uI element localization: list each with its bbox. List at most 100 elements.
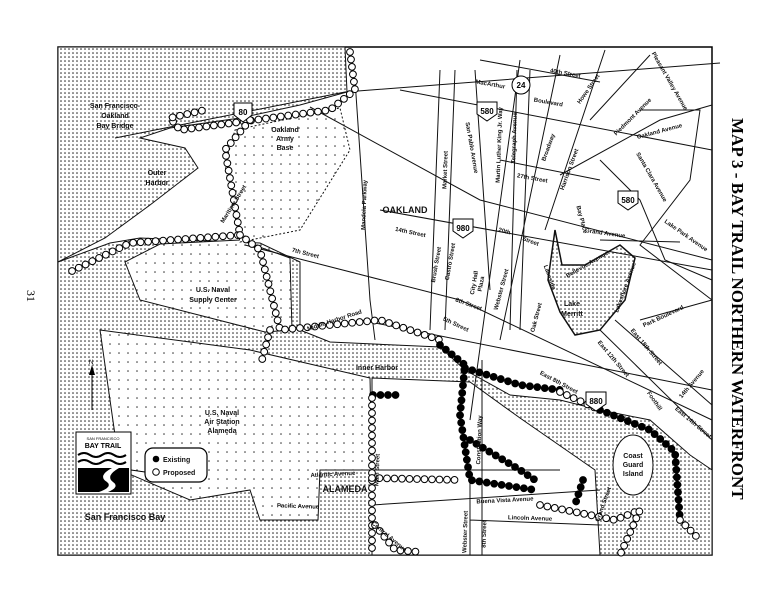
proposed-trail-marker [558, 505, 566, 514]
label-sf-bay: San Francisco Bay [85, 512, 166, 522]
logo-name-text: BAY TRAIL [85, 443, 122, 450]
existing-trail-marker [456, 403, 465, 412]
existing-trail-marker [671, 450, 680, 459]
existing-trail-marker [527, 485, 536, 494]
proposed-trail-marker [334, 99, 342, 108]
existing-trail-marker [472, 439, 481, 448]
proposed-trail-marker [176, 111, 184, 120]
proposed-trail-marker [299, 109, 307, 118]
proposed-trail-marker [635, 507, 644, 516]
street-pacific: Pacific Avenue [277, 503, 320, 510]
proposed-trail-marker [405, 474, 414, 483]
proposed-trail-marker [349, 70, 357, 79]
street-macarthur: MacArthur [475, 79, 506, 90]
proposed-trail-marker [197, 106, 206, 115]
label-coast-guard-1: Coast [623, 453, 643, 460]
proposed-trail-marker [81, 260, 90, 269]
label-army-base-1: Oakland [271, 127, 299, 134]
legend: SAN FRANCISCO BAY TRAIL Existing Propose… [75, 431, 208, 495]
legend-existing: Existing [163, 457, 190, 464]
proposed-trail-marker [284, 111, 293, 120]
existing-trail-marker [667, 445, 676, 453]
proposed-trail-marker [406, 326, 415, 335]
proposed-trail-marker [350, 85, 359, 94]
proposed-trail-marker [202, 122, 211, 131]
proposed-trail-marker [224, 166, 233, 175]
proposed-trail-marker [268, 294, 277, 303]
proposed-trail-marker [368, 536, 376, 545]
proposed-trail-marker [328, 104, 337, 113]
proposed-trail-marker [413, 475, 421, 483]
proposed-trail-marker [368, 394, 376, 402]
existing-trail-marker [672, 465, 681, 474]
existing-trail-marker [523, 471, 532, 479]
existing-trail-marker [490, 479, 499, 488]
street-20th: 20th [498, 228, 512, 237]
proposed-trail-marker [368, 491, 376, 500]
proposed-trail-marker [281, 325, 289, 334]
proposed-trail-marker [368, 474, 376, 482]
proposed-trail-marker [368, 499, 376, 507]
proposed-trail-marker [74, 263, 83, 272]
proposed-trail-marker [404, 547, 412, 555]
proposed-trail-marker [347, 55, 355, 64]
proposed-trail-marker [576, 397, 585, 406]
proposed-trail-marker [681, 521, 690, 530]
proposed-trail-marker [241, 121, 250, 130]
proposed-trail-marker [196, 233, 205, 242]
proposed-trail-marker [378, 316, 386, 325]
existing-trail-marker [519, 484, 528, 493]
proposed-trail-marker [151, 237, 160, 246]
existing-trail-marker [504, 377, 512, 386]
existing-trail-marker [533, 383, 542, 392]
proposed-trail-marker [325, 321, 334, 329]
map-title: MAP 3 - BAY TRAIL NORTHERN WATERFRONT [728, 118, 747, 500]
proposed-trail-marker [306, 108, 315, 117]
existing-trail-marker [572, 497, 581, 506]
naval-supply-center [124, 239, 293, 333]
existing-trail-marker [441, 345, 450, 354]
existing-trail-marker [475, 368, 484, 377]
sr24-shield: 24 [517, 81, 526, 90]
existing-trail-marker [456, 411, 464, 420]
existing-trail-marker [529, 475, 538, 484]
svg-text:N: N [89, 360, 93, 366]
street-8th-alameda: 8th Street [482, 520, 489, 548]
proposed-trail-marker [269, 113, 278, 122]
proposed-trail-marker [623, 534, 632, 543]
proposed-trail-marker [380, 532, 389, 541]
proposed-trail-marker [399, 323, 408, 332]
proposed-trail-marker [266, 287, 275, 296]
proposed-trail-marker [620, 541, 629, 550]
proposed-trail-marker [385, 538, 393, 547]
proposed-trail-marker [692, 532, 700, 540]
label-city-hall-1: City Hall [470, 270, 480, 295]
proposed-trail-marker [259, 258, 267, 267]
proposed-trail-marker [173, 123, 182, 132]
proposed-trail-marker [368, 401, 376, 410]
proposed-trail-marker [174, 235, 182, 244]
proposed-trail-marker [226, 139, 235, 147]
existing-trail-marker [623, 417, 632, 426]
proposed-trail-marker [144, 237, 153, 246]
proposed-trail-marker [264, 280, 273, 288]
proposed-trail-marker [368, 431, 376, 440]
label-bay-bridge-1: San Francisco- [90, 103, 141, 110]
place-labels: San Francisco- Oakland Bay Bridge Oaklan… [85, 103, 644, 522]
label-air-station-2: Air Station [204, 419, 239, 426]
proposed-trail-marker [626, 528, 635, 536]
existing-trail-marker [468, 476, 476, 485]
proposed-trail-marker [450, 475, 459, 484]
existing-trail-marker [453, 355, 462, 363]
proposed-trail-marker [257, 250, 266, 259]
existing-trail-marker [517, 467, 526, 475]
proposed-trail-marker [368, 484, 376, 492]
existing-trail-marker [675, 503, 683, 512]
existing-trail-marker [497, 480, 506, 489]
page-number: 31 [24, 290, 38, 302]
proposed-trail-marker [385, 319, 393, 327]
proposed-trail-marker [231, 133, 240, 142]
existing-trail-marker [436, 341, 444, 349]
proposed-trail-marker [258, 355, 267, 363]
proposed-trail-marker [288, 324, 297, 333]
